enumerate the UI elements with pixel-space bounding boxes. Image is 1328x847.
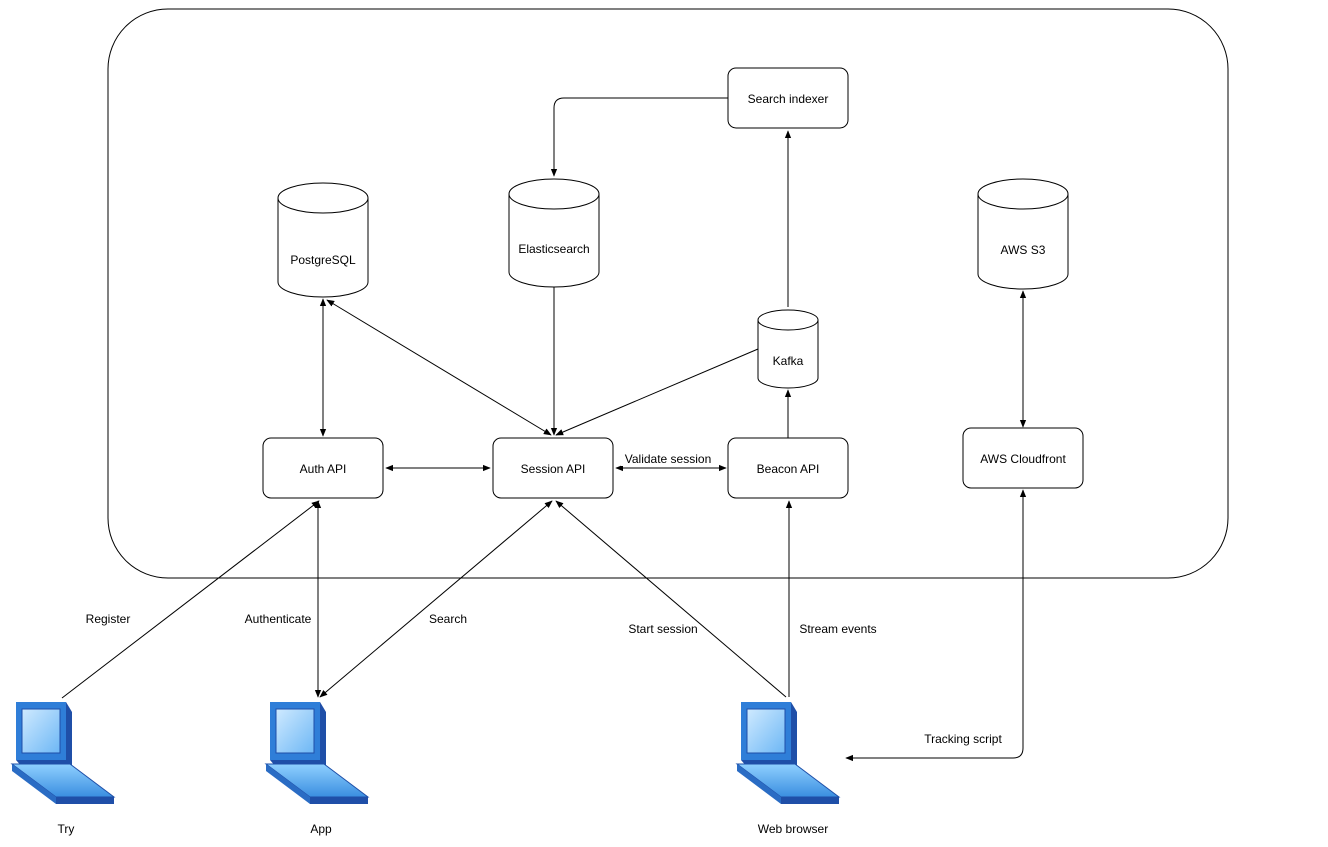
edge-postgres-session xyxy=(326,299,552,436)
node-kafka[interactable]: Kafka xyxy=(757,309,819,389)
edge-try-auth xyxy=(61,500,320,699)
edge-label-tracking-script: Tracking script xyxy=(924,732,1002,746)
laptop-icon xyxy=(11,701,115,805)
node-label: PostgreSQL xyxy=(290,253,356,267)
node-label: AWS S3 xyxy=(1001,243,1046,257)
node-auth-api[interactable]: Auth API xyxy=(262,437,384,499)
node-aws-cloudfront[interactable]: AWS Cloudfront xyxy=(962,427,1084,489)
client-label: Web browser xyxy=(758,822,828,836)
node-label: Auth API xyxy=(300,462,347,476)
node-label: Elasticsearch xyxy=(518,242,589,256)
node-postgresql[interactable]: PostgreSQL xyxy=(277,182,369,298)
edge-browser-session xyxy=(555,500,787,698)
node-label: Beacon API xyxy=(757,462,820,476)
node-label: AWS Cloudfront xyxy=(980,452,1066,466)
edge-cloudfront-browser xyxy=(845,489,1027,762)
client-web-browser[interactable]: Web browser xyxy=(736,701,840,836)
client-label: Try xyxy=(58,822,75,836)
node-label: Session API xyxy=(521,462,586,476)
edge-kafka-session xyxy=(555,348,759,436)
laptop-icon xyxy=(265,701,369,805)
node-aws-s3[interactable]: AWS S3 xyxy=(977,178,1069,290)
edge-label-authenticate: Authenticate xyxy=(245,612,312,626)
edge-label-validate-session: Validate session xyxy=(625,452,712,466)
node-elasticsearch[interactable]: Elasticsearch xyxy=(508,178,600,288)
system-boundary xyxy=(107,8,1229,579)
node-beacon-api[interactable]: Beacon API xyxy=(727,437,849,499)
laptop-icon xyxy=(736,701,840,805)
edge-label-search: Search xyxy=(429,612,467,626)
node-search-indexer[interactable]: Search indexer xyxy=(727,67,849,129)
node-label: Search indexer xyxy=(748,92,829,106)
client-label: App xyxy=(310,822,332,836)
client-try[interactable]: Try xyxy=(11,701,115,836)
node-label: Kafka xyxy=(773,354,804,368)
edge-label-start-session: Start session xyxy=(628,622,697,636)
node-session-api[interactable]: Session API xyxy=(492,437,614,499)
edge-app-session xyxy=(319,500,553,698)
edge-label-stream-events: Stream events xyxy=(799,622,876,636)
edge-label-register: Register xyxy=(86,612,131,626)
client-app[interactable]: App xyxy=(265,701,369,836)
edge-indexer-elasticsearch xyxy=(550,97,728,177)
